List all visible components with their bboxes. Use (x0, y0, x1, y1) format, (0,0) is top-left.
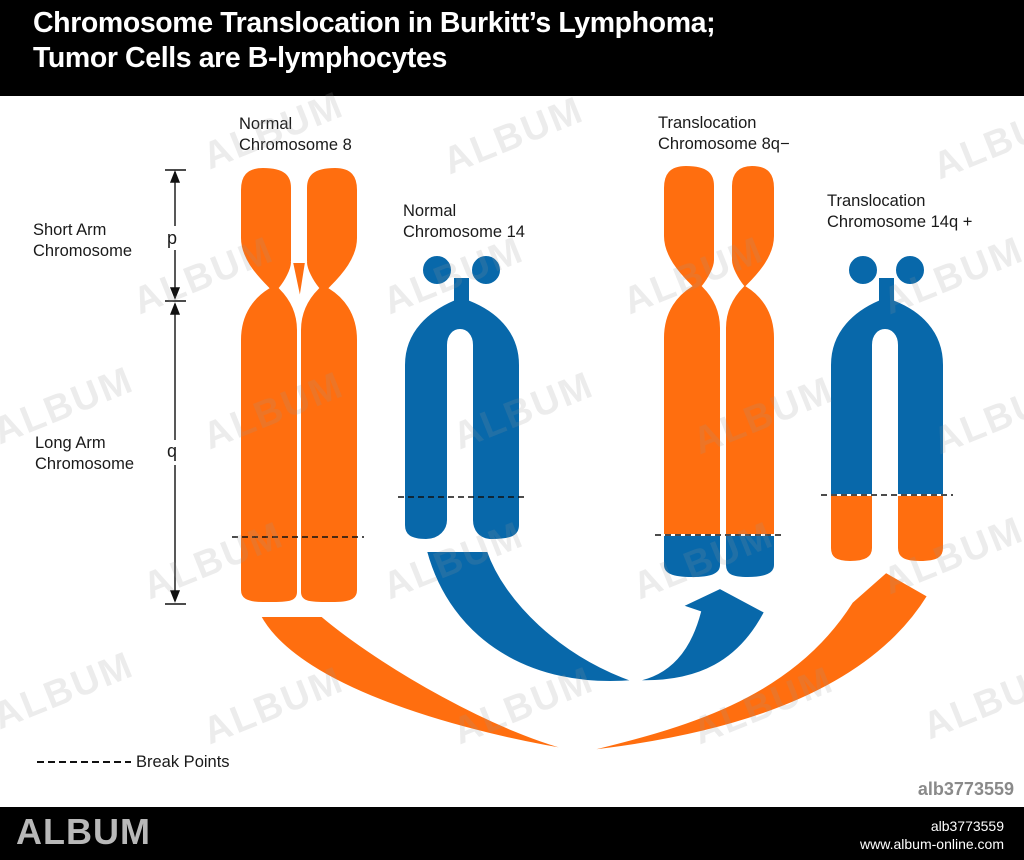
legend-break-points: Break Points (136, 753, 230, 771)
p-arm-symbol: p (167, 228, 178, 248)
title-line-2: Tumor Cells are B-lymphocytes (33, 42, 447, 74)
album-logo: ALBUM (16, 811, 151, 852)
chr8q-left-chromatid (662, 163, 722, 536)
diagram-title: Chromosome Translocation in Burkitt’s Ly… (33, 6, 716, 76)
translocation-chromosome-8q-minus (662, 163, 776, 580)
chr8-left-chromatid (239, 165, 299, 605)
footer-url[interactable]: www.album-online.com (860, 836, 1004, 852)
chr14-body (403, 276, 521, 542)
chr8-right-chromatid (299, 165, 359, 605)
blue-translocation-arc (424, 550, 767, 683)
chr8-center (290, 261, 308, 301)
chr14-satellite-right (470, 254, 502, 286)
normal-chromosome-14 (403, 254, 521, 542)
chr14q-right-orange-tip (896, 494, 945, 564)
footer-image-id: alb3773559 (930, 818, 1004, 834)
normal-chr8-label: Normal Chromosome 8 (239, 115, 352, 154)
chr8q-left-blue-tip (662, 534, 722, 580)
image-id-corner: alb3773559 (917, 779, 1014, 799)
normal-chr14-label: Normal Chromosome 14 (403, 202, 525, 241)
short-arm-label: Short Arm Chromosome (33, 221, 133, 260)
translocation-chr14q-label: Translocation Chromosome 14q + (827, 192, 973, 231)
orange-translocation-arc (258, 570, 930, 754)
chr14q-satellite-left (847, 254, 879, 286)
arm-dimension-lines (165, 169, 186, 605)
title-line-1: Chromosome Translocation in Burkitt’s Ly… (33, 7, 716, 39)
chr8q-right-chromatid (724, 163, 776, 536)
chr14-satellite-left (421, 254, 453, 286)
chr8q-right-blue-tip (724, 534, 776, 580)
translocation-chr8q-label: Translocation Chromosome 8q− (658, 114, 790, 153)
q-arm-symbol: q (167, 441, 178, 461)
long-arm-label: Long Arm Chromosome (35, 434, 135, 473)
translocation-chromosome-14q-plus (829, 254, 945, 564)
normal-chromosome-8 (239, 165, 359, 605)
chr14q-satellite-right (894, 254, 926, 286)
footer-bar (0, 807, 1024, 860)
chr14q-blue-body (829, 276, 945, 496)
title-bar (0, 0, 1024, 96)
chr14q-left-orange-tip (829, 494, 874, 564)
